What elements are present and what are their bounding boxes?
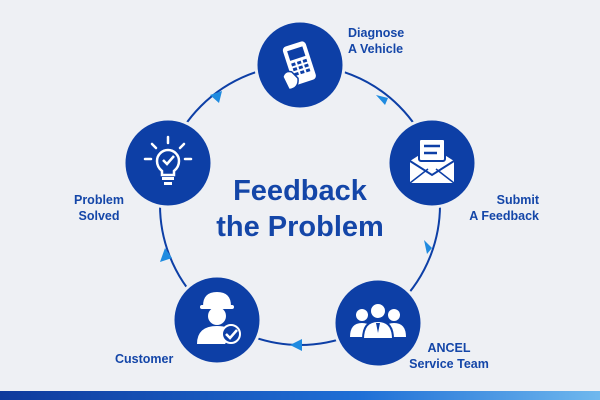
phone-diagnostic-icon — [282, 41, 316, 91]
label-submit: Submit A Feedback — [463, 192, 539, 224]
arrow-solved-to-diagnose — [210, 91, 222, 103]
worker-check-icon — [197, 292, 241, 344]
step-node-customer — [171, 274, 263, 366]
label-service-line2: Service Team — [409, 357, 489, 371]
label-service-line1: ANCEL — [427, 341, 471, 355]
center-title: Feedback the Problem — [150, 173, 450, 245]
team-icon — [350, 302, 406, 340]
bottom-gradient-bar — [0, 391, 600, 400]
label-solved-line2: Solved — [78, 209, 120, 223]
label-submit-line2: A Feedback — [469, 209, 539, 223]
label-solved-line1: Problem — [73, 193, 124, 207]
label-diagnose-line2: A Vehicle — [348, 42, 404, 56]
title-line-2: the Problem — [216, 211, 384, 243]
title-line-1: Feedback — [233, 175, 367, 207]
arrow-submit-to-service — [424, 240, 432, 254]
step-node-submit — [386, 117, 478, 209]
label-service-team: ANCEL Service Team — [404, 340, 494, 372]
arrow-customer-to-solved — [160, 248, 172, 262]
arrow-diagnose-to-submit — [376, 95, 388, 105]
label-customer: Customer — [115, 351, 173, 367]
label-solved: Problem Solved — [72, 192, 126, 224]
arrow-service-to-customer — [290, 339, 302, 351]
label-submit-line1: Submit — [496, 193, 539, 207]
step-node-service-team — [332, 277, 424, 369]
envelope-message-icon — [409, 138, 455, 184]
lightbulb-check-icon — [143, 135, 193, 185]
label-diagnose: Diagnose A Vehicle — [348, 25, 404, 57]
step-node-solved — [122, 117, 214, 209]
label-diagnose-line1: Diagnose — [348, 26, 405, 40]
cycle-arrows — [160, 91, 432, 351]
step-node-diagnose — [254, 19, 346, 111]
label-customer-line1: Customer — [115, 352, 174, 366]
